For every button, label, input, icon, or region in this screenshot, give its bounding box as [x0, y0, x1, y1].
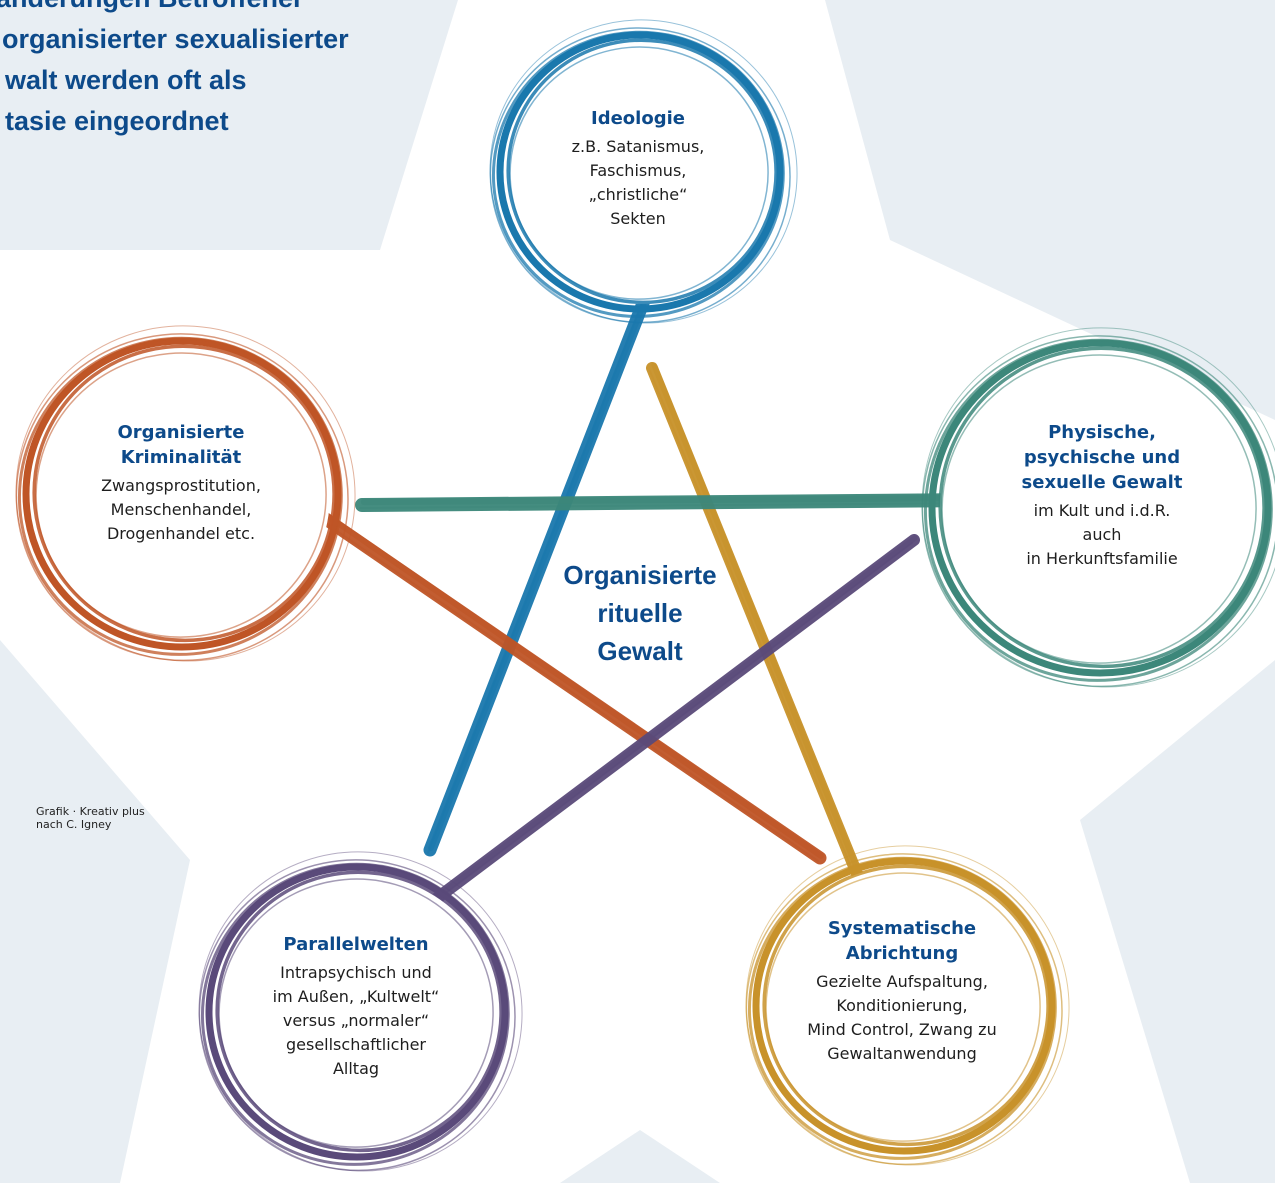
node-text-line: Alltag: [332, 1059, 380, 1078]
stroke-kriminalitaet-to-abrichtung: [297, 497, 827, 865]
ring-abrichtung: [745, 845, 1070, 1166]
stroke-ideologie-to-parallelwelten: [423, 291, 652, 857]
node-text-line: Faschismus,: [589, 161, 687, 180]
center-line: Gewalt: [597, 636, 683, 666]
node-text-line: Konditionierung,: [836, 996, 968, 1015]
node-title: Physische, psychische und sexuelle Gewal…: [1016, 420, 1189, 495]
node-title-line: Physische,: [1048, 422, 1156, 443]
node-text-line: z.B. Satanismus,: [571, 137, 705, 156]
pentagram-strokes: [297, 291, 987, 911]
node-ideologie: Ideologie z.B. Satanismus, Faschismus, „…: [572, 106, 705, 231]
node-title-line: Abrichtung: [845, 943, 959, 964]
node-title-line: Systematische: [827, 918, 977, 939]
node-text-line: Intrapsychisch und: [280, 963, 432, 982]
node-description: Gezielte Aufspaltung, Konditionierung, M…: [807, 970, 996, 1066]
stroke-ideologie-to-abrichtung: [646, 362, 872, 902]
node-title: Systematische Abrichtung: [807, 916, 996, 966]
node-physische-gewalt: Physische, psychische und sexuelle Gewal…: [1016, 420, 1189, 571]
background-star-bottom-center: [560, 1130, 720, 1183]
node-text-line: „christliche“: [588, 185, 688, 204]
node-description: z.B. Satanismus, Faschismus, „christlich…: [572, 135, 705, 231]
node-text-line: Mind Control, Zwang zu: [807, 1020, 997, 1039]
node-text-line: versus „normaler“: [282, 1011, 430, 1030]
intro-line: tasie eingeordnet: [5, 106, 229, 136]
node-text-line: im Außen, „Kultwelt“: [272, 987, 440, 1006]
node-text-line: Zwangsprostitution,: [101, 476, 261, 495]
node-organisierte-kriminalitaet: Organisierte Kriminalität Zwangsprostitu…: [101, 420, 261, 546]
intro-line: organisierter sexualisierter: [2, 24, 349, 54]
center-line: rituelle: [597, 598, 683, 628]
background-star-bottom-right: [1080, 660, 1275, 1183]
node-text-line: Menschenhandel,: [110, 500, 252, 519]
node-title-line: Parallelwelten: [283, 934, 429, 955]
center-label: Organisierte rituelle Gewalt: [563, 556, 716, 670]
background-star-right-ray: [825, 0, 1275, 420]
stroke-parallelwelten-to-physische: [422, 534, 920, 911]
node-title-line: Kriminalität: [120, 447, 242, 468]
background-star-left-ray: [0, 0, 458, 250]
ring-kriminalitaet: [15, 325, 356, 662]
node-description: im Kult und i.d.R. auch in Herkunftsfami…: [1016, 499, 1189, 571]
node-title-line: Ideologie: [591, 108, 685, 129]
center-line: Organisierte: [563, 560, 717, 590]
intro-line: walt werden oft als: [5, 65, 247, 95]
node-title-line: Organisierte: [117, 422, 245, 443]
node-title-line: psychische und: [1023, 447, 1181, 468]
node-title-line: sexuelle Gewalt: [1021, 472, 1183, 493]
node-parallelwelten: Parallelwelten Intrapsychisch und im Auß…: [273, 932, 440, 1081]
ring-parallelwelten: [198, 851, 523, 1172]
ring-physische: [921, 327, 1275, 688]
node-text-line: im Kult und i.d.R. auch: [1033, 501, 1171, 544]
intro-text: änderungen Betroffener organisierter sex…: [0, 0, 476, 142]
stroke-kriminalitaet-to-physische: [355, 493, 987, 512]
node-title: Organisierte Kriminalität: [101, 420, 261, 470]
node-text-line: Gezielte Aufspaltung,: [816, 972, 988, 991]
node-text-line: gesellschaftlicher: [285, 1035, 427, 1054]
graphic-credit: Grafik · Kreativ plus nach C. Igney: [36, 805, 145, 831]
node-title: Ideologie: [572, 106, 705, 131]
node-description: Zwangsprostitution, Menschenhandel, Drog…: [101, 474, 261, 546]
node-text-line: Gewaltanwendung: [827, 1044, 977, 1063]
credit-line: Grafik · Kreativ plus: [36, 805, 145, 818]
ring-ideologie: [489, 19, 798, 324]
intro-line: änderungen Betroffener: [0, 0, 476, 19]
node-text-line: Drogenhandel etc.: [106, 524, 256, 543]
node-text-line: in Herkunftsfamilie: [1026, 549, 1178, 568]
background-star-bottom-left: [0, 640, 190, 1183]
node-systematische-abrichtung: Systematische Abrichtung Gezielte Aufspa…: [807, 916, 996, 1066]
node-text-line: Sekten: [610, 209, 666, 228]
node-title: Parallelwelten: [273, 932, 440, 957]
node-description: Intrapsychisch und im Außen, „Kultwelt“ …: [273, 961, 440, 1081]
credit-line: nach C. Igney: [36, 818, 112, 831]
